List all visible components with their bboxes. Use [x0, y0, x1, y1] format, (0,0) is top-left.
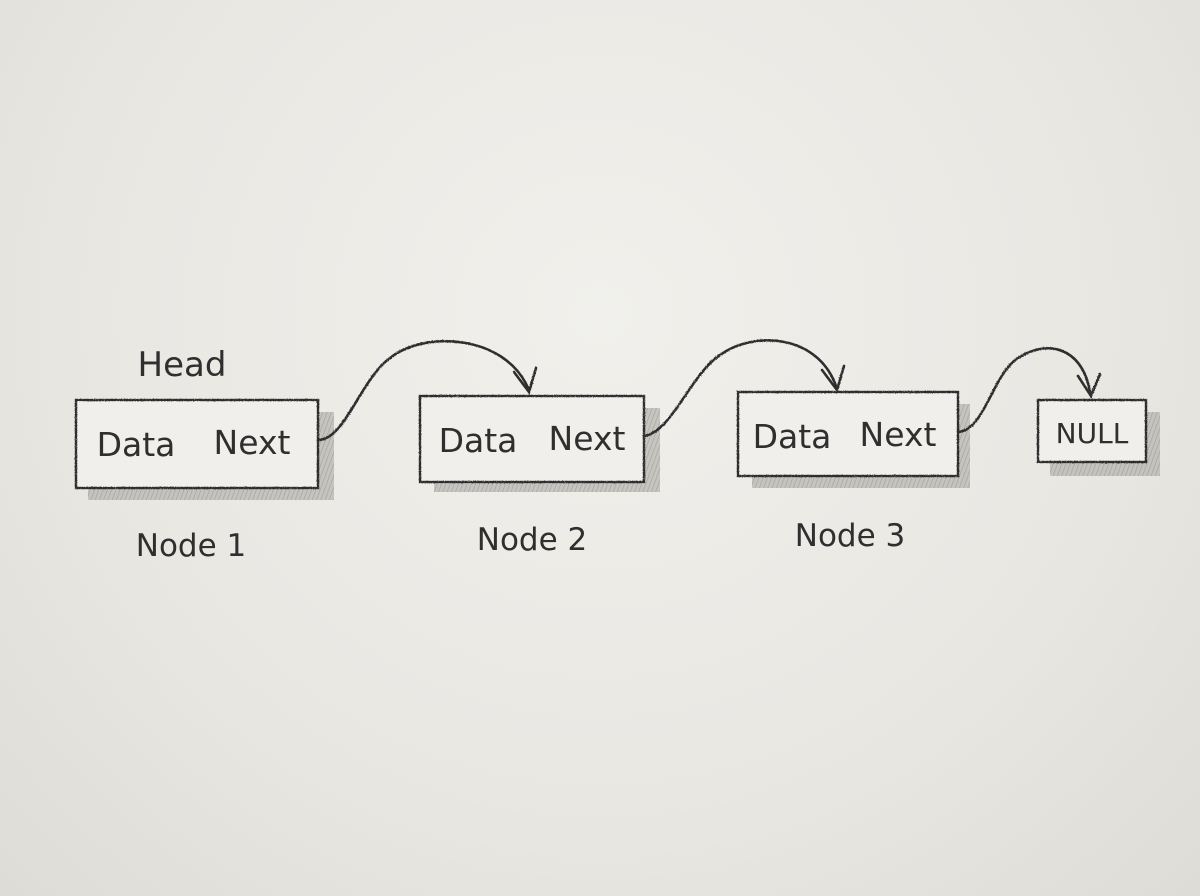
- arrow-node1-to-node2: [316, 340, 530, 442]
- node-3-caption: Node 3: [795, 518, 905, 554]
- node-2: Data Next Node 2: [418, 394, 660, 558]
- node-2-caption: Node 2: [477, 522, 587, 558]
- node-1-caption: Node 1: [136, 528, 246, 564]
- node-1: Data Next Node 1: [74, 398, 334, 564]
- null-box: [1036, 398, 1148, 464]
- arrowhead-node3-icon: [820, 364, 846, 393]
- node-2-data-label: Data: [439, 421, 518, 460]
- node-2-next-label: Next: [549, 419, 626, 458]
- node-3-data-label: Data: [753, 417, 832, 456]
- node-2-box: [418, 394, 646, 484]
- node-1-next-label: Next: [214, 423, 291, 462]
- arrowhead-node2-icon: [512, 366, 538, 395]
- arrows: [316, 339, 1102, 442]
- node-3-next-label: Next: [860, 415, 937, 454]
- node-3: Data Next Node 3: [736, 390, 970, 554]
- null-label: NULL: [1056, 417, 1129, 450]
- arrowhead-null-icon: [1076, 372, 1102, 399]
- arrow-node2-to-node3: [642, 339, 838, 438]
- arrow-node3-to-null: [956, 347, 1092, 434]
- node-1-data-label: Data: [97, 425, 176, 464]
- head-label: Head: [138, 345, 227, 385]
- null-node: NULL: [1036, 398, 1160, 476]
